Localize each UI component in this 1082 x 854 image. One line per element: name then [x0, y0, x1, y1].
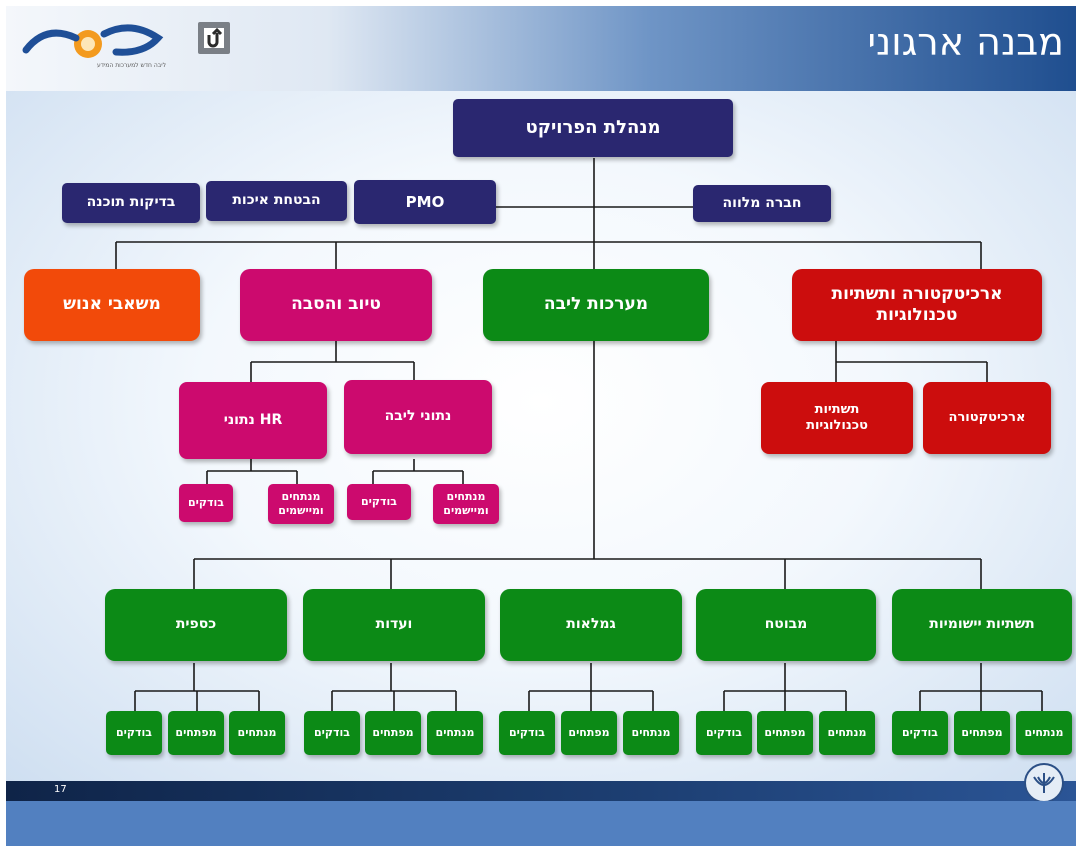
undo-button[interactable]: [198, 22, 230, 54]
committees-testers-box[interactable]: בודקים: [304, 711, 360, 755]
core-systems-box[interactable]: מערכות ליבה: [483, 269, 709, 341]
software-testing-box[interactable]: בדיקות תוכנה: [62, 183, 200, 223]
pensions-testers-box[interactable]: בודקים: [499, 711, 555, 755]
tech-infrastructure-box[interactable]: תשתיות טכנולוגיות: [761, 382, 913, 454]
slide-title: מבנה ארגוני: [867, 20, 1064, 64]
committees-developers-box[interactable]: מפתחים: [365, 711, 421, 755]
core-system-financial-box[interactable]: כספית: [105, 589, 287, 661]
footer-bar: [6, 781, 1076, 801]
financial-testers-box[interactable]: בודקים: [106, 711, 162, 755]
core-data-analysts-box[interactable]: מנתחים ומיישמים: [433, 484, 499, 524]
project-management-box[interactable]: מנהלת הפרויקט: [453, 99, 733, 157]
hr-data-box[interactable]: נתוני HR: [179, 382, 327, 459]
architecture-infra-box[interactable]: ארכיטקטורה ותשתיות טכנולוגיות: [792, 269, 1042, 341]
hr-data-analysts-box[interactable]: מנתחים ומיישמים: [268, 484, 334, 524]
core-data-box[interactable]: נתוני ליבה: [344, 380, 492, 454]
slide: מבנה ארגוני ליבה חדש למערכות המידע: [6, 6, 1076, 846]
core-system-app-infra-box[interactable]: תשתיות יישומיות: [892, 589, 1072, 661]
core-system-committees-box[interactable]: ועדות: [303, 589, 485, 661]
pensions-developers-box[interactable]: מפתחים: [561, 711, 617, 755]
insured-developers-box[interactable]: מפתחים: [757, 711, 813, 755]
footer-band: [6, 801, 1076, 846]
app-infra-testers-box[interactable]: בודקים: [892, 711, 948, 755]
human-resources-box[interactable]: משאבי אנוש: [24, 269, 200, 341]
insured-analysts-box[interactable]: מנתחים: [819, 711, 875, 755]
financial-developers-box[interactable]: מפתחים: [168, 711, 224, 755]
tuning-conversion-box[interactable]: טיוב והסבה: [240, 269, 432, 341]
org-chart-connectors: [115, 158, 1043, 711]
financial-analysts-box[interactable]: מנתחים: [229, 711, 285, 755]
quality-assurance-box[interactable]: הבטחת איכות: [206, 181, 347, 221]
pmo-box[interactable]: PMO: [354, 180, 496, 224]
architecture-box[interactable]: ארכיטקטורה: [923, 382, 1051, 454]
menorah-emblem-icon: [1024, 763, 1064, 803]
slide-number: 17: [54, 784, 67, 795]
core-data-testers-box[interactable]: בודקים: [347, 484, 411, 520]
slide-header: מבנה ארגוני ליבה חדש למערכות המידע: [6, 6, 1076, 91]
committees-analysts-box[interactable]: מנתחים: [427, 711, 483, 755]
insured-testers-box[interactable]: בודקים: [696, 711, 752, 755]
undo-arrow-icon: [204, 27, 224, 48]
logo-caption: ליבה חדש למערכות המידע: [96, 62, 166, 69]
core-system-insured-box[interactable]: מבוטח: [696, 589, 876, 661]
app-infra-analysts-box[interactable]: מנתחים: [1016, 711, 1072, 755]
hr-data-testers-box[interactable]: בודקים: [179, 484, 233, 522]
escort-company-box[interactable]: חברה מלווה: [693, 185, 831, 222]
tevel-logo: [16, 14, 166, 76]
app-infra-developers-box[interactable]: מפתחים: [954, 711, 1010, 755]
core-system-pensions-box[interactable]: גמלאות: [500, 589, 682, 661]
pensions-analysts-box[interactable]: מנתחים: [623, 711, 679, 755]
